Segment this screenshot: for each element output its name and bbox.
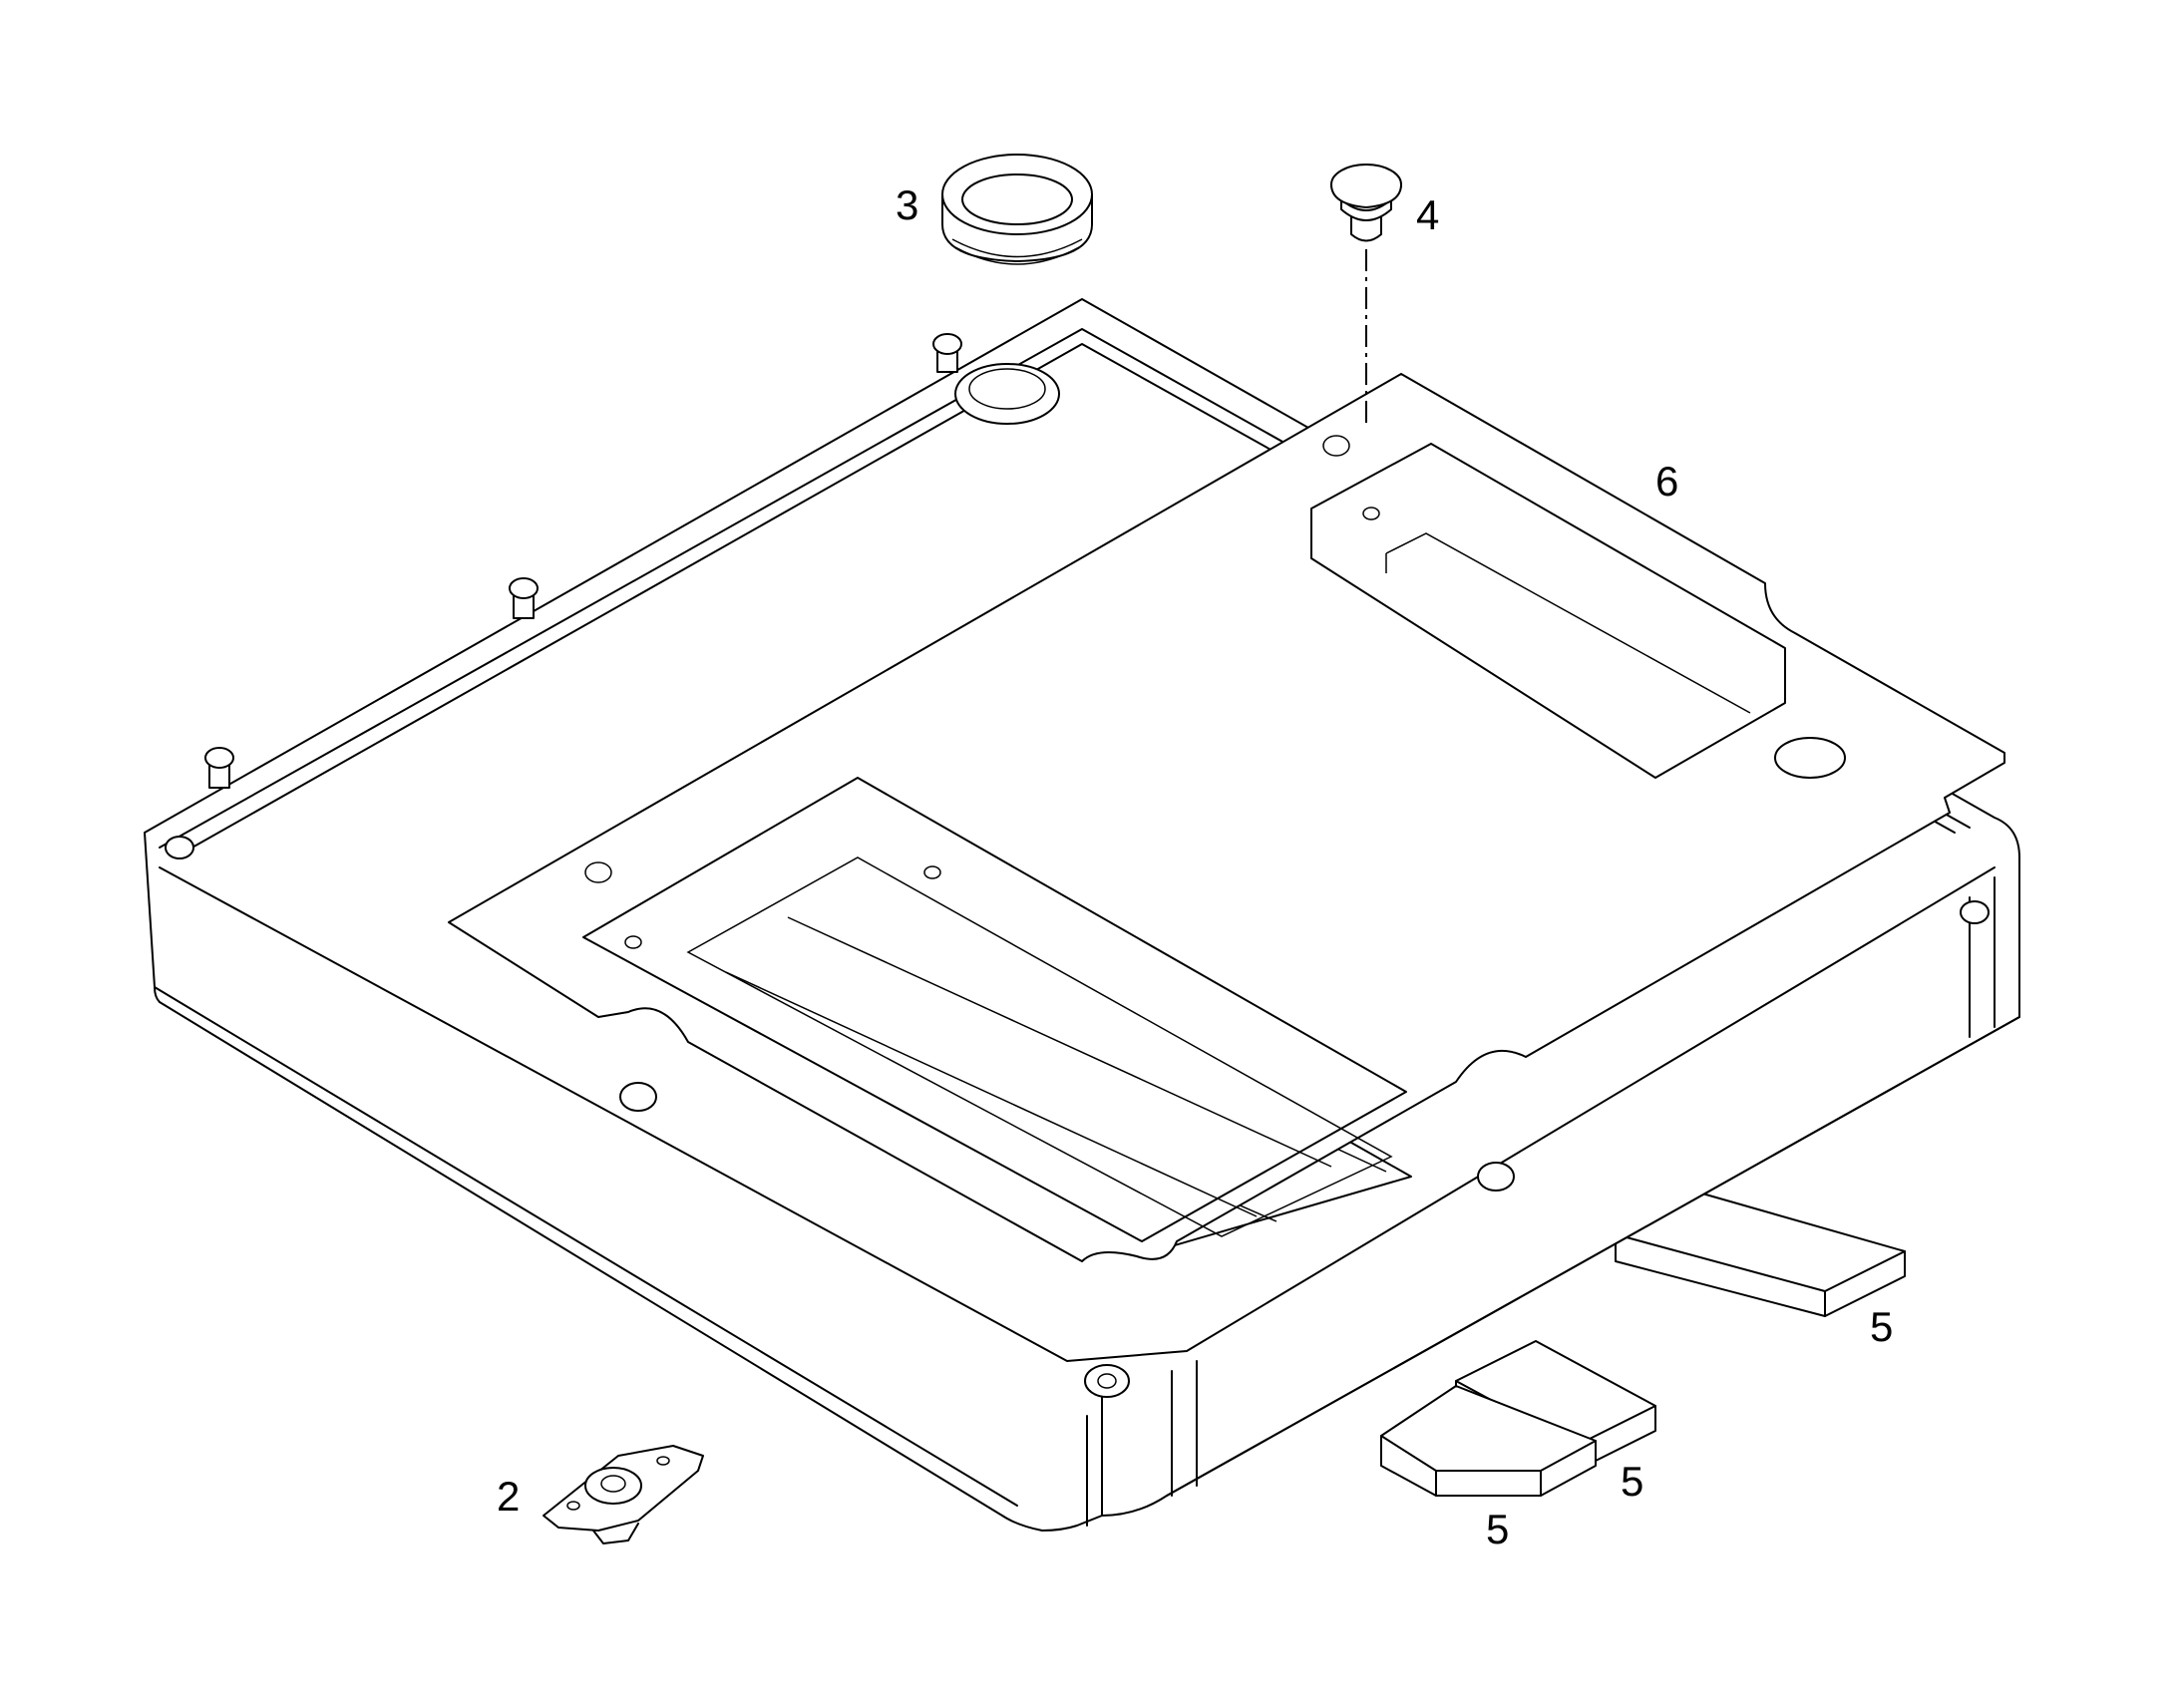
callout-5: 5 [1621, 1458, 1643, 1505]
housing-peg [204, 747, 234, 789]
callout-4: 4 [1416, 191, 1439, 238]
callout-2: 2 [497, 1473, 520, 1520]
housing-peg [932, 333, 962, 373]
part-4-plug [1330, 164, 1402, 242]
part-3-grommet [941, 154, 1093, 265]
part-5-pad-left [1380, 1385, 1597, 1497]
callout-3: 3 [896, 181, 918, 228]
callout-5: 5 [1486, 1506, 1509, 1552]
callout-6: 6 [1655, 458, 1678, 505]
housing-peg [509, 577, 539, 619]
part-6-gasket [448, 373, 2005, 1262]
part-2-clip [543, 1445, 704, 1544]
callout-5: 5 [1870, 1303, 1893, 1350]
